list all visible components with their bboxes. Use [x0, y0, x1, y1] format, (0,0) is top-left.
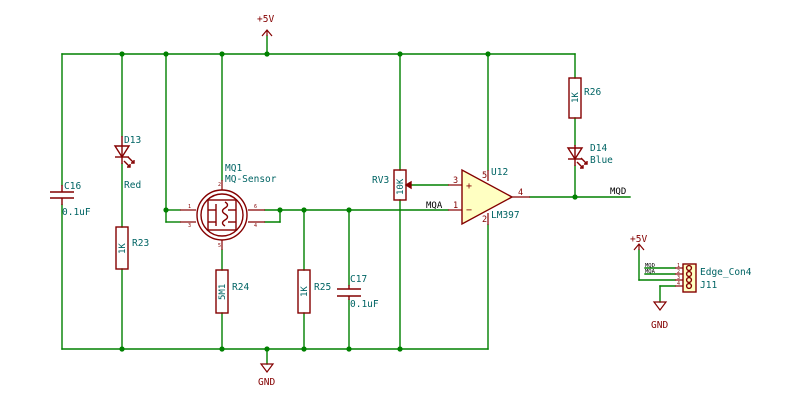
r25-ref: R25 [314, 282, 331, 293]
junctions [119, 51, 578, 352]
d13-ref: D13 [124, 135, 141, 146]
mq1-pin-2: 2 [218, 182, 221, 188]
r25-value: 1K [300, 286, 310, 297]
c16-value: 0.1uF [62, 207, 91, 218]
j11-vcc-label: +5V [630, 234, 647, 245]
u12-pin-in-minus: 1 [453, 201, 458, 211]
j11-pin-2: 2 [677, 269, 680, 275]
u12-plus-sign: + [466, 181, 472, 192]
comparator-u12[interactable]: + − 3 1 5 2 4 U12 LM397 [448, 167, 530, 226]
capacitor-c16[interactable]: C16 0.1uF [50, 181, 91, 218]
led-d14[interactable]: D14 Blue [566, 143, 613, 169]
mq1-pin-1: 1 [188, 204, 191, 210]
j11-net-mqd: MQD [645, 263, 655, 269]
j11-value: Edge_Con4 [700, 267, 752, 278]
u12-pin-vcc: 5 [482, 171, 487, 181]
mq1-value: MQ-Sensor [225, 174, 277, 185]
rv3-ref: RV3 [372, 175, 389, 186]
potentiometer-rv3[interactable]: 10K RV3 [372, 169, 412, 201]
j11-gnd-symbol: GND [651, 301, 668, 331]
j11-ref: J11 [700, 280, 717, 291]
u12-pin-out: 4 [518, 188, 523, 198]
wires [61, 35, 676, 365]
gnd-symbol: GND [258, 363, 275, 388]
mq1-pin-5: 5 [218, 243, 221, 249]
c16-ref: C16 [64, 181, 81, 192]
c17-value: 0.1uF [350, 299, 379, 310]
mq1-pin-4: 4 [254, 223, 257, 229]
j11-pin-3: 3 [677, 275, 680, 281]
u12-minus-sign: − [466, 205, 472, 216]
r26-ref: R26 [584, 87, 601, 98]
capacitor-c17[interactable]: C17 0.1uF [337, 274, 379, 310]
gnd-label: GND [258, 377, 275, 388]
mq1-pin-6: 6 [254, 204, 257, 210]
c17-ref: C17 [350, 274, 367, 285]
d14-value: Blue [590, 155, 613, 166]
rv3-value: 10K [396, 178, 406, 195]
r23-value: 1K [118, 243, 128, 254]
net-label-mqa: MQA [426, 201, 443, 211]
mq1-ref: MQ1 [225, 163, 242, 174]
r23-ref: R23 [132, 238, 149, 249]
j11-gnd-label: GND [651, 320, 668, 331]
resistor-r25[interactable]: 1K R25 [297, 269, 331, 314]
u12-ref: U12 [491, 167, 508, 178]
d13-value: Red [124, 180, 141, 191]
resistor-r24[interactable]: 5M1 R24 [215, 269, 249, 314]
u12-pin-gnd: 2 [482, 215, 487, 225]
led-d13[interactable]: D13 Red [113, 135, 141, 191]
net-label-mqd: MQD [610, 187, 626, 197]
j11-net-mqa: MQA [645, 269, 656, 275]
d14-ref: D14 [590, 143, 607, 154]
j11-pin-4: 4 [677, 281, 680, 287]
connector-j11[interactable]: 1 2 3 4 MQD MQA Edge_Con4 J11 [645, 263, 752, 293]
gas-sensor-mq1[interactable]: 1 2 3 4 5 6 MQ1 MQ-Sensor [180, 163, 277, 250]
vcc-symbol: +5V [257, 14, 274, 37]
mq1-pin-3: 3 [188, 223, 191, 229]
u12-value: LM397 [491, 210, 520, 221]
r24-ref: R24 [232, 282, 249, 293]
u12-pin-in-plus: 3 [453, 176, 458, 186]
resistor-r23[interactable]: 1K R23 [115, 226, 149, 270]
j11-pin-1: 1 [677, 263, 680, 269]
j11-vcc-symbol: +5V [630, 234, 647, 251]
resistor-r26[interactable]: 1K R26 [568, 77, 601, 119]
r26-value: 1K [571, 92, 581, 103]
vcc-label: +5V [257, 14, 274, 25]
r24-value: 5M1 [218, 284, 228, 300]
